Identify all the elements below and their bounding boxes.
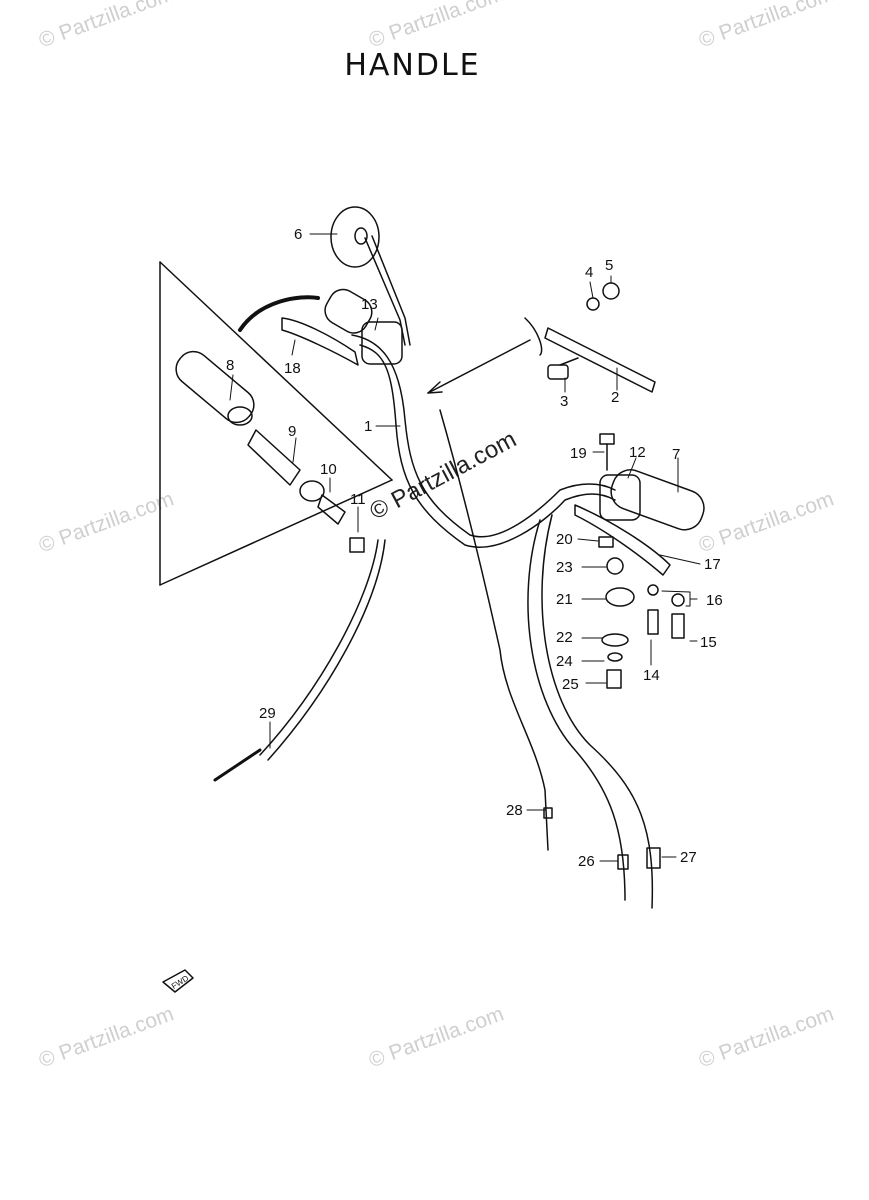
label-part-17: 17 (704, 556, 721, 573)
label-part-27: 27 (680, 849, 697, 866)
label-part-13: 13 (361, 296, 378, 313)
part-labels: 6 4 5 8 13 18 1 9 10 11 3 2 7 12 19 20 2… (226, 226, 723, 870)
label-part-21: 21 (556, 591, 573, 608)
label-part-26: 26 (578, 853, 595, 870)
handle-holder (524, 282, 656, 393)
label-part-12: 12 (629, 444, 646, 461)
label-part-19: 19 (570, 445, 587, 462)
label-part-24: 24 (556, 653, 573, 670)
label-part-10: 10 (320, 461, 337, 478)
label-part-28: 28 (506, 802, 523, 819)
label-part-8: 8 (226, 357, 234, 374)
label-part-5: 5 (605, 257, 613, 274)
label-part-11: 11 (350, 491, 366, 508)
label-part-3: 3 (560, 393, 568, 410)
clutch-cable (259, 539, 379, 756)
label-part-23: 23 (556, 559, 573, 576)
leader-lines (229, 233, 701, 862)
left-grip (175, 350, 255, 426)
subassembly-box (159, 261, 393, 586)
label-part-25: 25 (562, 676, 579, 693)
handlebar (351, 334, 616, 548)
left-switch-parts (247, 429, 365, 553)
cable-arc (238, 295, 320, 332)
label-part-6: 6 (294, 226, 302, 243)
label-part-29: 29 (259, 705, 276, 722)
diagram-title: HANDLE (344, 48, 481, 83)
mirror (330, 206, 411, 346)
right-grip (574, 469, 705, 576)
label-part-16: 16 (706, 592, 723, 609)
label-part-1: 1 (364, 418, 372, 435)
label-part-22: 22 (556, 629, 573, 646)
label-part-20: 20 (556, 531, 573, 548)
fwd-arrow-icon (162, 969, 194, 993)
pointer-arrow (427, 339, 531, 394)
left-lever (281, 288, 403, 366)
label-part-14: 14 (643, 667, 660, 684)
label-part-9: 9 (288, 423, 296, 440)
label-part-7: 7 (672, 446, 680, 463)
label-part-18: 18 (284, 360, 301, 377)
label-part-4: 4 (585, 264, 593, 281)
control-cables (439, 409, 661, 909)
right-hardware (598, 433, 685, 689)
label-part-2: 2 (611, 389, 619, 406)
label-part-15: 15 (700, 634, 717, 651)
